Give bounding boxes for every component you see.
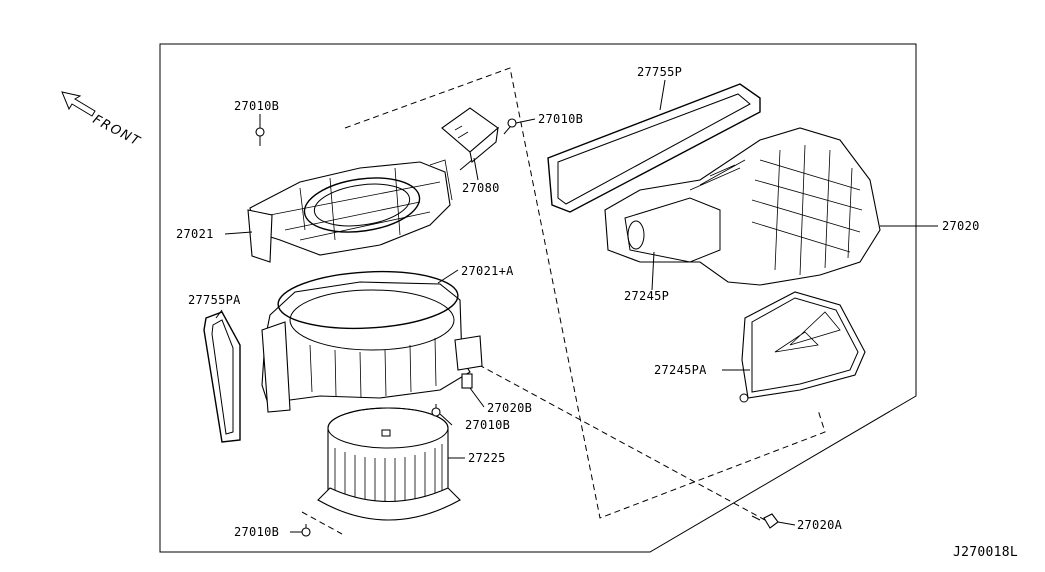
bolt-27020a — [751, 513, 779, 529]
callout-27021a: 27021+A — [461, 264, 514, 278]
gasket-small-part — [203, 311, 241, 443]
callout-27020a: 27020A — [797, 518, 843, 532]
callout-27010b-right: 27010B — [538, 112, 583, 126]
assembly-frame — [159, 43, 917, 553]
callout-27080: 27080 — [462, 181, 500, 195]
callout-27021: 27021 — [176, 227, 214, 241]
leader-lines — [215, 79, 938, 533]
dashed-group-line-screw — [301, 511, 343, 535]
gasket-large-part — [547, 83, 761, 213]
callout-27755p: 27755P — [637, 65, 682, 79]
screw-top-left — [255, 127, 265, 146]
callout-27225: 27225 — [468, 451, 506, 465]
resistor-part — [441, 107, 499, 171]
callout-27245p: 27245P — [624, 289, 669, 303]
dashed-group-line-upper — [344, 67, 826, 519]
callout-27020: 27020 — [942, 219, 980, 233]
dashed-group-line-duct — [469, 359, 766, 521]
callout-27010b-mid: 27010B — [465, 418, 510, 432]
callout-27755pa: 27755PA — [188, 293, 241, 307]
lower-case-part — [261, 270, 483, 413]
callout-27010b-bottom: 27010B — [234, 525, 279, 539]
screw-bottom — [301, 524, 311, 537]
front-label: FRONT — [90, 112, 143, 150]
blower-motor-part — [317, 407, 461, 521]
upper-case-part — [247, 159, 453, 263]
callout-27245pa: 27245PA — [654, 363, 707, 377]
screw-top-right — [503, 118, 517, 135]
intake-housing-part — [604, 127, 881, 286]
screw-mid — [431, 404, 441, 417]
filter-cover-part — [739, 291, 866, 403]
callout-27010b-top: 27010B — [234, 99, 279, 113]
clip-27020b — [461, 373, 473, 389]
callout-27020b: 27020B — [487, 401, 532, 415]
front-arrow-icon — [61, 91, 96, 117]
drawing-code: J270018L — [953, 545, 1018, 560]
